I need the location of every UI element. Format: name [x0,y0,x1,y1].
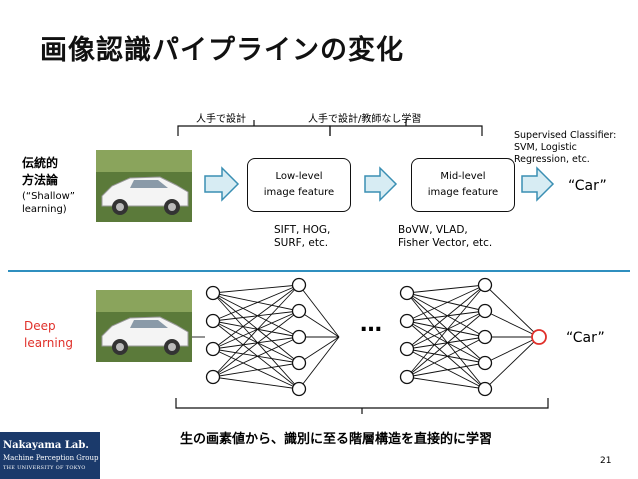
nn-edge [406,320,486,390]
nn-edge [406,320,486,338]
mid-level-examples: BoVW, VLAD, Fisher Vector, etc. [398,224,493,249]
nn-edge-stub [298,336,340,390]
label-hand-designed-unsupervised: 人手で設計/教師なし学習 [308,114,422,125]
deep-caption: 生の画素値から、識別に至る階層構造を直接的に学習 [180,432,493,447]
nn-edge [406,310,486,350]
mid-level-feature-box: Mid-level image feature [411,158,515,212]
nn-edge [406,310,486,322]
nn-edge [212,310,300,350]
nn-edge [406,348,486,364]
nn-edge [212,292,300,312]
classifier-note: Supervised Classifier: SVM, Logistic Reg… [514,130,617,165]
nn-edge [212,292,300,338]
low-level-feature-label: Low-level image feature [263,171,335,198]
traditional-output: “Car” [568,178,607,194]
nn-node [291,303,307,319]
nn-edge [406,362,486,378]
nn-edge [212,292,300,390]
nn-edge [406,336,486,350]
low-level-feature-box: Low-level image feature [247,158,351,212]
nn-edge [406,292,486,312]
nn-edge-output [484,310,540,338]
nn-edge [212,310,300,378]
brace-hand-designed [177,125,331,136]
nn-edge [406,292,486,390]
logo-line3: THE UNIVERSITY OF TOKYO [3,465,86,471]
brace-hand-designed-unsupervised [329,125,483,136]
nn-edge [406,292,486,364]
nn-edge [212,310,300,322]
brace-bottom [175,398,549,409]
nn-node [291,355,307,371]
logo-line2: Machine Perception Group [3,454,99,462]
nn-edge [406,284,486,378]
nn-edge [212,336,300,350]
page-number: 21 [600,456,612,466]
nn-node [399,313,415,329]
hidden-layers-ellipsis: … [360,312,382,337]
nn-node [205,285,221,301]
nn-edge-stub [298,284,340,338]
nn-output-node [531,329,547,345]
nn-node [477,381,493,397]
nn-edge-stub [298,336,340,364]
arrow-1 [204,166,240,202]
slide-title: 画像認識パイプラインの変化 [40,35,404,66]
nn-edge-stub [298,310,340,338]
nn-edge [212,348,300,390]
nn-node [205,369,221,385]
nn-node [477,277,493,293]
nn-node [291,381,307,397]
nn-edge [212,336,300,378]
nn-edge [212,284,300,350]
nn-edge [406,348,486,390]
nn-node [399,341,415,357]
label-hand-designed: 人手で設計 [196,114,246,125]
mid-level-feature-label: Mid-level image feature [427,171,499,198]
nn-edge [212,292,300,364]
nn-edge [406,292,486,338]
deep-learning-label: Deep learning [24,319,73,350]
nn-node [291,277,307,293]
nn-edge [406,336,486,378]
nn-node [477,329,493,345]
nn-edge [406,376,486,390]
nn-node [291,329,307,345]
nn-node [477,355,493,371]
nn-edge [406,284,486,350]
deep-output: “Car” [566,330,605,346]
arrow-3 [521,166,555,202]
nn-edge [406,284,486,294]
nn-edge [212,320,300,390]
nn-edge [406,284,486,322]
traditional-heading: 伝統的 方法論 [22,156,59,187]
nn-edge-output [484,336,540,390]
car-image-deep [96,290,192,362]
nn-edge-output [484,284,540,338]
nn-edge [212,348,300,364]
low-level-examples: SIFT, HOG, SURF, etc. [274,224,331,249]
nn-edge [212,320,300,364]
nn-node [477,303,493,319]
nn-edge [212,362,300,378]
nn-edge [406,310,486,378]
nn-edge [212,320,300,338]
nn-edge [212,376,300,390]
arrow-2 [364,166,398,202]
nn-edge [212,284,300,378]
nn-edge [406,320,486,364]
nn-node [205,341,221,357]
nn-node [399,369,415,385]
nn-node [205,313,221,329]
car-image-traditional [96,150,192,222]
traditional-subheading: (“Shallow” learning) [22,191,75,215]
lab-logo: Nakayama Lab. Machine Perception Group T… [0,432,100,479]
nn-node [399,285,415,301]
nn-edge-output [484,336,540,364]
nn-edge [212,284,300,322]
nn-edge [212,284,300,294]
logo-line1: Nakayama Lab. [3,440,89,451]
